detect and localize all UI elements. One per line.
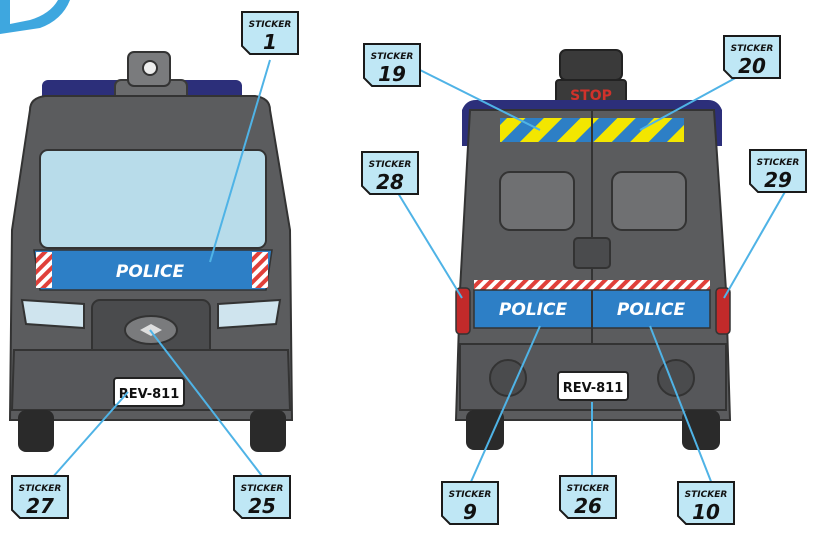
rear-hatch-stripe	[474, 280, 710, 290]
sticker-number: 9	[463, 500, 477, 524]
sticker-word: STICKER	[249, 20, 292, 30]
taillight-right	[716, 288, 730, 334]
sticker-number: 27	[26, 494, 54, 518]
camera-lens-icon	[143, 61, 157, 75]
sticker-word: STICKER	[567, 484, 610, 494]
sticker-badge: STICKER 1	[242, 12, 298, 54]
leader-sticker-28	[390, 180, 462, 298]
front-windshield	[40, 150, 266, 248]
sticker-badge: STICKER 19	[364, 44, 420, 86]
sticker-badge: STICKER 27	[12, 476, 68, 518]
sticker-word: STICKER	[685, 490, 728, 500]
rear-window-left	[500, 172, 574, 230]
sticker-number: 19	[378, 62, 406, 86]
sticker-word: STICKER	[371, 52, 414, 62]
sticker-badge: STICKER 10	[678, 482, 734, 524]
sticker-word: STICKER	[449, 490, 492, 500]
sticker-badge: STICKER 26	[560, 476, 616, 518]
front-headlight-right	[218, 300, 280, 328]
front-van: POLICE REV-811	[10, 52, 292, 452]
sticker-number: 29	[764, 168, 792, 192]
front-tire-right	[250, 410, 286, 452]
sticker-number: 1	[263, 30, 277, 54]
sticker-number: 20	[738, 54, 766, 78]
rear-window-right	[612, 172, 686, 230]
taillight-left	[456, 288, 470, 334]
sticker-number: 25	[248, 494, 276, 518]
sticker-word: STICKER	[369, 160, 412, 170]
front-tire-left	[18, 410, 54, 452]
sticker-word: STICKER	[19, 484, 62, 494]
sticker-badge: STICKER 25	[234, 476, 290, 518]
corner-logo	[0, 0, 70, 34]
front-headlight-left	[22, 300, 84, 328]
sticker-number: 28	[376, 170, 404, 194]
sticker-number: 26	[574, 494, 602, 518]
sticker-word: STICKER	[731, 44, 774, 54]
front-hatch-left	[36, 252, 52, 288]
rear-police-text-left: POLICE	[499, 300, 568, 320]
rear-van: STOP POLICE POLICE REV-811	[456, 50, 730, 450]
sticker-badge: STICKER 28	[362, 152, 418, 194]
sticker-word: STICKER	[757, 158, 800, 168]
rear-roof-box	[560, 50, 622, 80]
front-police-text: POLICE	[116, 262, 185, 282]
rear-door-handle[interactable]	[574, 238, 610, 268]
front-plate-text: REV-811	[119, 387, 180, 402]
rear-fog-light-left	[490, 360, 526, 396]
sticker-badge: STICKER 20	[724, 36, 780, 78]
rear-plate-text: REV-811	[563, 381, 624, 396]
front-hatch-right	[252, 252, 268, 288]
leader-sticker-29	[724, 190, 786, 298]
sticker-number: 10	[692, 500, 720, 524]
rear-police-text-right: POLICE	[617, 300, 686, 320]
sticker-badge: STICKER 29	[750, 150, 806, 192]
rear-tire-left	[466, 410, 504, 450]
sticker-word: STICKER	[241, 484, 284, 494]
sticker-badge: STICKER 9	[442, 482, 498, 524]
rear-tire-right	[682, 410, 720, 450]
